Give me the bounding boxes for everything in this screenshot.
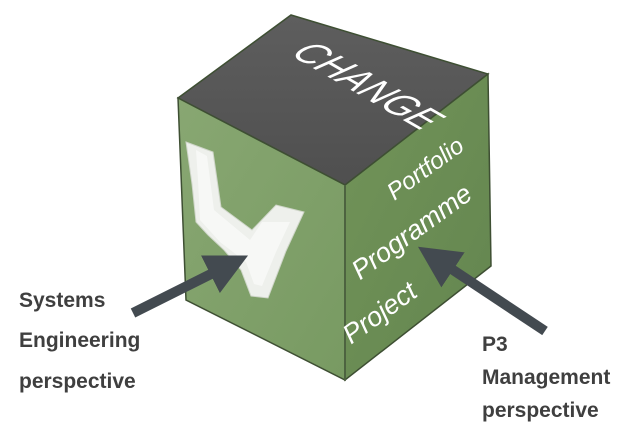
systems-caption-line-1: Systems: [19, 289, 105, 312]
v-model-icon: [185, 141, 305, 299]
p3-management-caption: P3 Management perspective: [482, 333, 610, 422]
p3-caption-line-1: P3: [482, 333, 508, 356]
p3-arrow-icon: [418, 246, 548, 336]
p3-caption-line-2: Management: [482, 366, 610, 389]
p3-caption-line-3: perspective: [482, 399, 599, 422]
systems-engineering-caption: Systems Engineering perspective: [19, 289, 140, 393]
systems-arrow-icon: [130, 255, 249, 318]
systems-caption-line-2: Engineering: [19, 329, 140, 352]
systems-caption-line-3: perspective: [19, 370, 136, 393]
